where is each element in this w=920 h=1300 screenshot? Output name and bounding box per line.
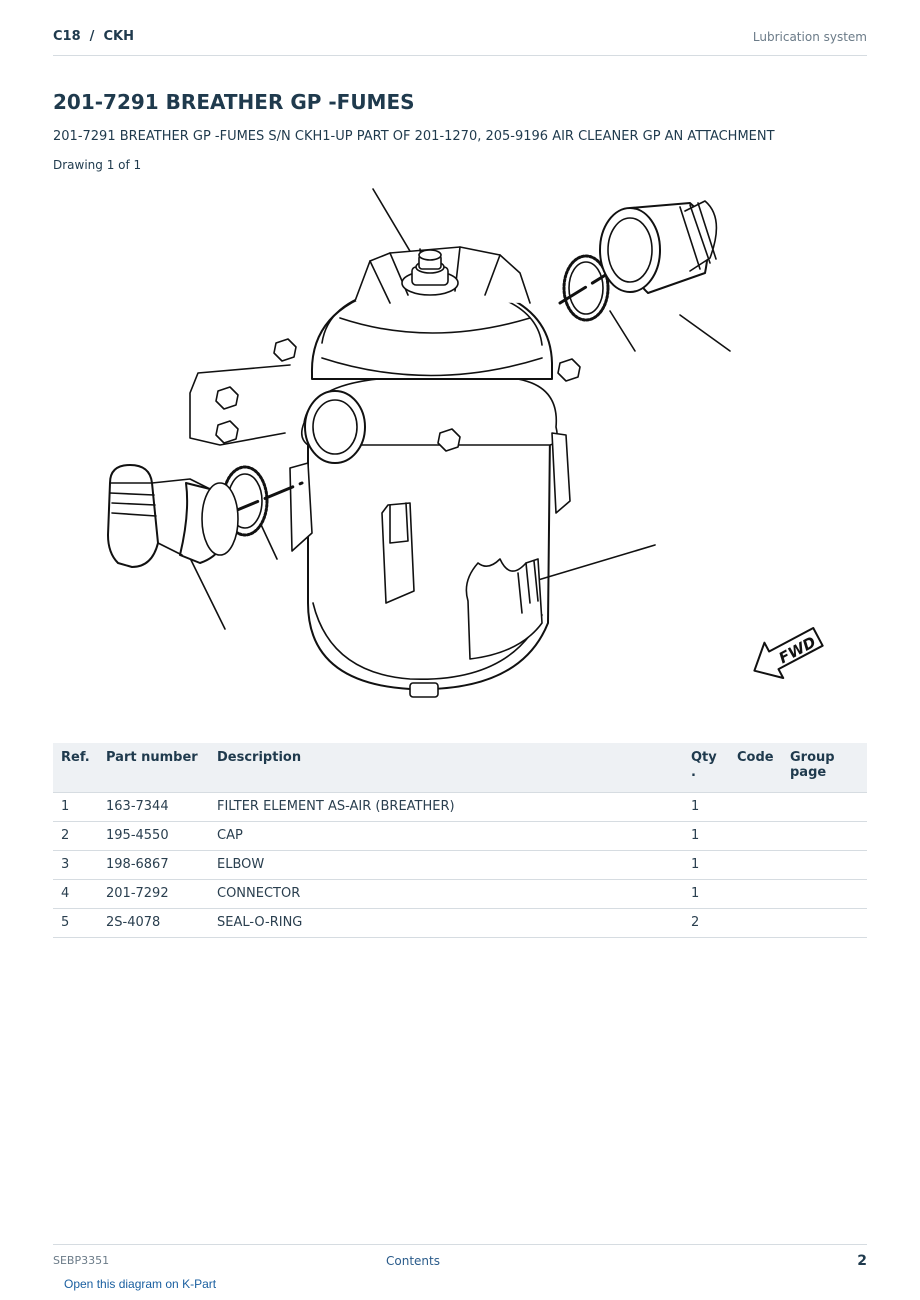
page-number: 2 bbox=[857, 1253, 867, 1269]
parts-table: Ref. Part number Description Qty . Code … bbox=[53, 743, 867, 938]
cell-code bbox=[737, 850, 790, 880]
cell-code bbox=[737, 792, 790, 822]
cell-qty: 1 bbox=[691, 792, 737, 822]
cell-part-number: 2S-4078 bbox=[106, 908, 217, 938]
breadcrumb: C18 / CKH bbox=[53, 29, 134, 44]
header-code: Code bbox=[737, 743, 790, 793]
cell-group-page bbox=[790, 821, 867, 851]
cell-ref: 1 bbox=[53, 792, 106, 822]
cell-ref: 3 bbox=[53, 850, 106, 880]
table-row: 2 195-4550 CAP 1 bbox=[53, 821, 867, 851]
table-row: 4 201-7292 CONNECTOR 1 bbox=[53, 879, 867, 909]
header-ref: Ref. bbox=[53, 743, 106, 793]
cell-code bbox=[737, 879, 790, 909]
cell-description: CAP bbox=[217, 821, 691, 851]
header-group-page: Group page bbox=[790, 743, 867, 793]
header-description: Description bbox=[217, 743, 691, 793]
cell-group-page bbox=[790, 850, 867, 880]
cell-part-number: 195-4550 bbox=[106, 821, 217, 851]
cell-description: ELBOW bbox=[217, 850, 691, 880]
cell-qty: 1 bbox=[691, 850, 737, 880]
cell-description: CONNECTOR bbox=[217, 879, 691, 909]
cell-qty: 1 bbox=[691, 879, 737, 909]
cell-code bbox=[737, 908, 790, 938]
page-title: 201-7291 BREATHER GP -FUMES bbox=[53, 90, 415, 114]
header-qty: Qty . bbox=[691, 743, 737, 793]
section-name: Lubrication system bbox=[752, 30, 867, 44]
drawing-label: Drawing 1 of 1 bbox=[53, 158, 142, 172]
cell-part-number: 201-7292 bbox=[106, 879, 217, 909]
fwd-arrow-icon: FWD bbox=[753, 627, 824, 679]
breather-housing-drawing: FWD bbox=[107, 188, 824, 698]
page-footer: SEBP3351 Contents 2 bbox=[53, 1244, 867, 1274]
cell-part-number: 163-7344 bbox=[106, 792, 217, 822]
cell-qty: 1 bbox=[691, 821, 737, 851]
cell-ref: 2 bbox=[53, 821, 106, 851]
cell-part-number: 198-6867 bbox=[106, 850, 217, 880]
cell-description: SEAL-O-RING bbox=[217, 908, 691, 938]
page-header: C18 / CKH Lubrication system bbox=[53, 29, 867, 56]
document-id: SEBP3351 bbox=[53, 1254, 110, 1267]
cell-qty: 2 bbox=[691, 908, 737, 938]
cell-group-page bbox=[790, 908, 867, 938]
cell-ref: 4 bbox=[53, 879, 106, 909]
parts-table-header: Ref. Part number Description Qty . Code … bbox=[53, 743, 867, 793]
cell-group-page bbox=[790, 792, 867, 822]
contents-link[interactable]: Contents bbox=[386, 1254, 440, 1268]
cell-group-page bbox=[790, 879, 867, 909]
page-subtitle: 201-7291 BREATHER GP -FUMES S/N CKH1-UP … bbox=[53, 129, 775, 144]
header-part-number: Part number bbox=[106, 743, 217, 793]
kpart-link[interactable]: Open this diagram on K-Part bbox=[64, 1277, 217, 1291]
table-row: 3 198-6867 ELBOW 1 bbox=[53, 850, 867, 880]
cell-code bbox=[737, 821, 790, 851]
cell-ref: 5 bbox=[53, 908, 106, 938]
table-row: 1 163-7344 FILTER ELEMENT AS-AIR (BREATH… bbox=[53, 792, 867, 822]
cell-description: FILTER ELEMENT AS-AIR (BREATHER) bbox=[217, 792, 691, 822]
table-row: 5 2S-4078 SEAL-O-RING 2 bbox=[53, 908, 867, 938]
